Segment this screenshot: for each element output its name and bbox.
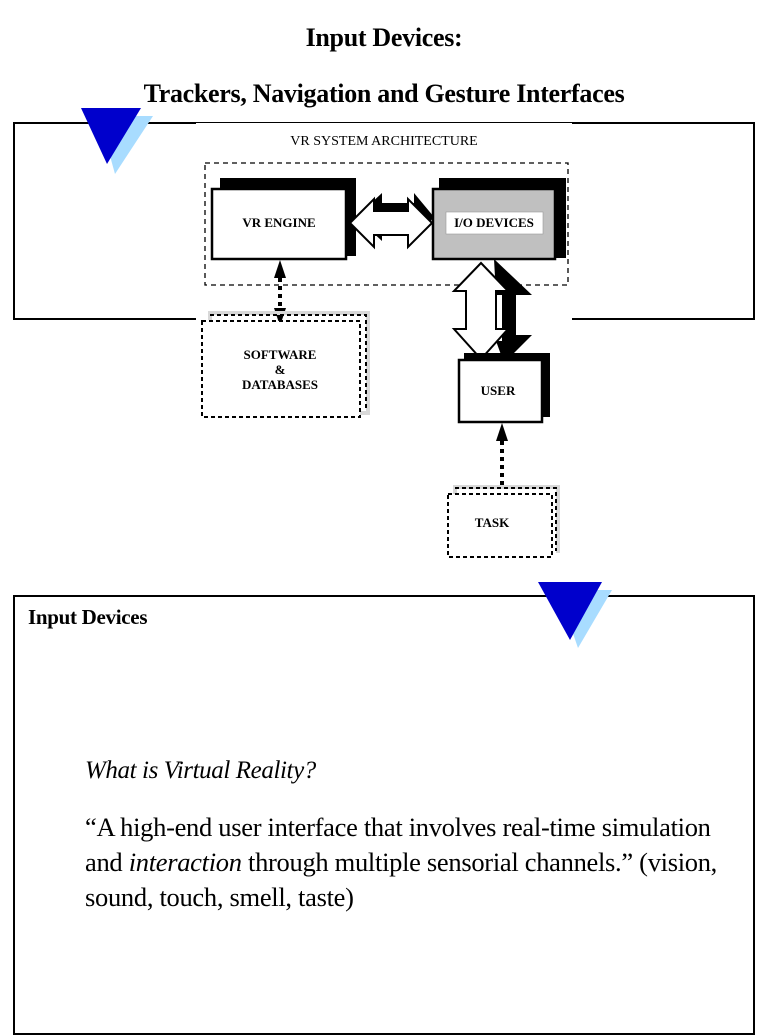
- quote-part-2: through multiple sensorial channels.” (v…: [85, 847, 718, 912]
- vr-engine-box: [210, 187, 348, 261]
- io-devices-node: I/O DEVICES: [431, 178, 566, 261]
- software-label-line-2: &: [275, 362, 286, 377]
- io-devices-label-bg: [445, 211, 544, 235]
- task-label: TASK: [475, 515, 510, 530]
- io-user-arrow-shadow: [494, 259, 532, 363]
- vr-architecture-diagram: VR SYSTEM ARCHITECTURE VR ENGINE I/O DEV…: [196, 123, 572, 563]
- document-subtitle: Trackers, Navigation and Gesture Interfa…: [143, 79, 625, 108]
- software-shadow-outline: [210, 314, 367, 411]
- vr-engine-label: VR ENGINE: [242, 215, 315, 230]
- slide-definition: Input Devices What is Virtual Reality? “…: [13, 595, 755, 1035]
- engine-software-arrowhead-up: [274, 260, 286, 278]
- software-box: [201, 320, 361, 418]
- blue-triangle-icon: [81, 108, 153, 174]
- vr-definition-quote: “A high-end user interface that involves…: [85, 810, 745, 915]
- diagram-canvas: VR SYSTEM ARCHITECTURE VR ENGINE I/O DEV…: [201, 134, 569, 558]
- task-user-arrow: [496, 423, 508, 485]
- document-title: Input Devices:: [305, 23, 463, 52]
- user-node: USER: [457, 353, 550, 424]
- software-label-line-3: DATABASES: [242, 377, 318, 392]
- system-boundary: [204, 162, 569, 286]
- vr-engine-node: VR ENGINE: [210, 178, 356, 261]
- task-user-arrowhead: [496, 423, 508, 441]
- slide-heading: Input Devices: [28, 605, 148, 629]
- engine-io-arrow: [348, 193, 434, 250]
- software-databases-node: SOFTWARE & DATABASES: [201, 311, 370, 418]
- blue-triangle-icon: [538, 582, 612, 648]
- diagram-title: VR SYSTEM ARCHITECTURE: [290, 134, 477, 149]
- io-user-arrow: [451, 259, 532, 363]
- user-label: USER: [481, 383, 516, 398]
- vr-question: What is Virtual Reality?: [85, 757, 316, 784]
- software-label-line-1: SOFTWARE: [244, 347, 317, 362]
- task-box: [447, 493, 553, 558]
- quote-part-1: “A high-end user interface that involves…: [85, 812, 711, 877]
- io-devices-label: I/O DEVICES: [454, 215, 534, 230]
- task-node: TASK: [447, 485, 560, 558]
- engine-io-arrow-body: [348, 196, 434, 250]
- engine-software-arrow: [274, 260, 286, 326]
- quote-emphasis: interaction: [128, 847, 242, 877]
- triangle-front: [81, 108, 141, 164]
- task-shadow-outline: [455, 487, 557, 551]
- triangle-front: [538, 582, 602, 640]
- user-box: [457, 358, 544, 424]
